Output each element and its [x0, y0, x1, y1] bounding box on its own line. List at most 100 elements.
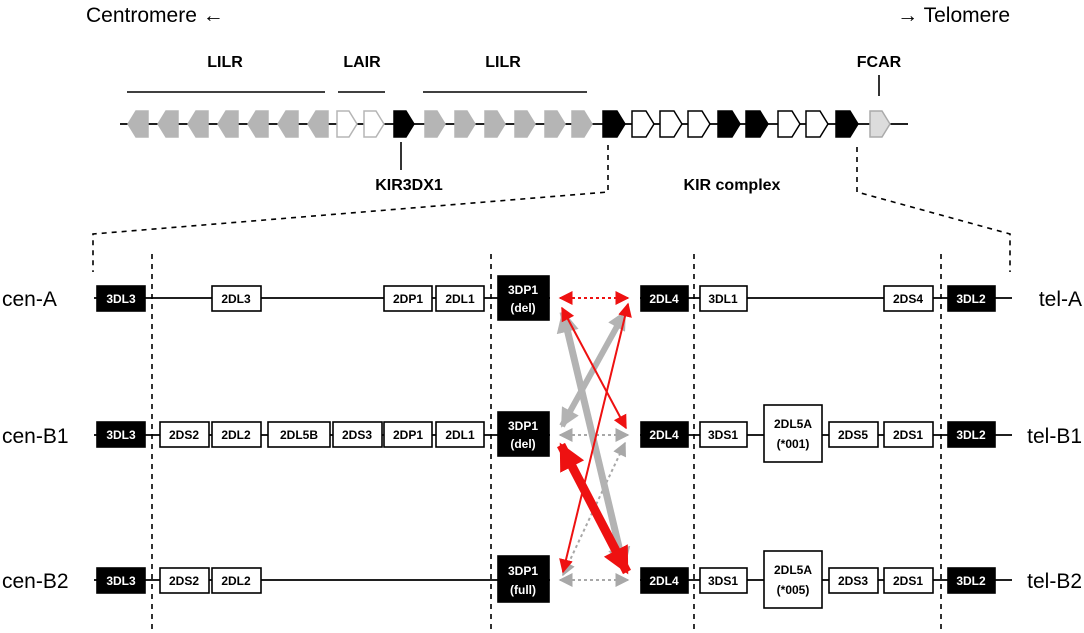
svg-text:3DP1: 3DP1 [508, 419, 538, 433]
gene-tel-b2-2dl5a: 2DL5A (*005) [763, 550, 823, 609]
kir-gene-7 [777, 110, 801, 138]
centromere-label: Centromere ← [86, 4, 224, 27]
lilr-right-gene-5 [544, 110, 566, 138]
fcar-label: FCAR [857, 54, 902, 71]
svg-text:(*005): (*005) [777, 583, 810, 597]
lilr-gene-1 [127, 110, 149, 138]
svg-text:3DL1: 3DL1 [708, 292, 738, 306]
gene-tel-a-3dl2: 3DL2 [947, 285, 996, 312]
cen-a-label: cen-A [2, 288, 57, 311]
arrow-cen-b1-tel-b2-thick-red [557, 442, 631, 575]
lilr-right-gene-4 [514, 110, 536, 138]
gene-cen-b2-3dp1: 3DP1 (full) [497, 555, 550, 603]
lilr-right-gene-1 [424, 110, 446, 138]
lilr-gene-2 [157, 110, 179, 138]
kir-complex-label: KIR complex [684, 177, 781, 194]
gene-tel-a-2dl4: 2DL4 [640, 285, 689, 312]
lilr-gene-6 [277, 110, 299, 138]
lair-gene-1 [336, 110, 358, 138]
svg-text:3DL2: 3DL2 [956, 574, 986, 588]
lilr-right-gene-3 [484, 110, 506, 138]
svg-text:2DL2: 2DL2 [221, 574, 251, 588]
svg-text:2DL3: 2DL3 [221, 292, 251, 306]
lilr-right-label: LILR [485, 54, 521, 71]
kir-gene-3 [659, 110, 683, 138]
svg-text:2DS3: 2DS3 [838, 574, 868, 588]
gene-cen-b1-2dl2: 2DL2 [211, 421, 262, 448]
fcar-gene [869, 110, 891, 138]
lair-gene-2 [363, 110, 385, 138]
lilr-right-gene-6 [571, 110, 593, 138]
tel-b1-label: tel-B1 [1027, 425, 1082, 448]
svg-text:2DL4: 2DL4 [649, 428, 679, 442]
svg-text:2DS3: 2DS3 [342, 428, 372, 442]
gene-tel-b1-2ds1: 2DS1 [883, 421, 934, 448]
gene-tel-b1-3dl2: 3DL2 [947, 421, 996, 448]
cen-b2-label: cen-B2 [2, 570, 69, 593]
gene-tel-b2-3dl2: 3DL2 [947, 567, 996, 594]
svg-text:2DL5A: 2DL5A [774, 417, 812, 431]
svg-text:2DS2: 2DS2 [169, 428, 199, 442]
telomere-label: → Telomere [897, 4, 1010, 27]
gene-tel-a-3dl1: 3DL1 [699, 285, 748, 312]
gene-tel-b1-3ds1: 3DS1 [699, 421, 748, 448]
arrow-cen-a-tel-b2-gray [556, 309, 631, 571]
gene-cen-a-3dl3: 3DL3 [96, 285, 146, 312]
gene-tel-b1-2dl4: 2DL4 [640, 421, 689, 448]
upper-gene-track [127, 110, 891, 138]
svg-text:2DL5A: 2DL5A [774, 563, 812, 577]
recombination-arrows [556, 291, 632, 587]
gene-cen-a-2dp1: 2DP1 [383, 285, 433, 312]
svg-text:3DL3: 3DL3 [106, 428, 136, 442]
lilr-gene-7 [307, 110, 329, 138]
svg-text:3DS1: 3DS1 [708, 574, 738, 588]
lilr-right-gene-2 [454, 110, 476, 138]
gene-cen-b1-2ds3: 2DS3 [332, 421, 383, 448]
lilr-gene-5 [247, 110, 269, 138]
svg-text:2DL4: 2DL4 [649, 574, 679, 588]
svg-text:2DL1: 2DL1 [445, 428, 475, 442]
kir3dx1-label: KIR3DX1 [375, 177, 443, 194]
svg-text:2DS5: 2DS5 [838, 428, 868, 442]
kir-gene-6 [745, 110, 769, 138]
gene-tel-b2-3ds1: 3DS1 [699, 567, 748, 594]
gene-tel-b2-2ds3: 2DS3 [828, 567, 879, 594]
lair-label: LAIR [343, 54, 381, 71]
svg-text:2DL1: 2DL1 [445, 292, 475, 306]
lilr-gene-4 [217, 110, 239, 138]
gene-tel-b2-2ds1: 2DS1 [883, 567, 934, 594]
gene-cen-b1-2ds2: 2DS2 [159, 421, 210, 448]
kir-gene-5 [717, 110, 741, 138]
gene-cen-b1-3dl3: 3DL3 [96, 421, 146, 448]
svg-text:(del): (del) [510, 437, 535, 451]
kir-gene-8 [805, 110, 829, 138]
gene-cen-b2-2ds2: 2DS2 [159, 567, 210, 594]
zoom-right-dash [856, 147, 1011, 272]
svg-text:(del): (del) [510, 301, 535, 315]
svg-text:3DL2: 3DL2 [956, 428, 986, 442]
svg-text:3DL3: 3DL3 [106, 292, 136, 306]
svg-text:2DS4: 2DS4 [893, 292, 923, 306]
gene-cen-a-3dp1: 3DP1 (del) [497, 275, 550, 321]
svg-text:(full): (full) [510, 583, 536, 597]
svg-text:2DS1: 2DS1 [893, 428, 923, 442]
svg-text:2DS2: 2DS2 [169, 574, 199, 588]
gene-tel-b1-2dl5a: 2DL5A(*001) [763, 404, 823, 463]
gene-cen-b1-3dp1: 3DP1 (del) [497, 411, 550, 457]
gene-tel-b2-2dl4: 2DL4 [640, 567, 689, 594]
svg-text:2DP1: 2DP1 [393, 292, 423, 306]
svg-text:3DP1: 3DP1 [508, 564, 538, 578]
zoom-left-dash [92, 145, 609, 272]
gene-cen-b1-2dp1: 2DP1 [383, 421, 433, 448]
kir-gene-4 [687, 110, 711, 138]
svg-text:3DP1: 3DP1 [508, 283, 538, 297]
tel-a-label: tel-A [1039, 288, 1082, 311]
gene-cen-b2-2dl2: 2DL2 [211, 567, 262, 594]
gene-cen-b1-2dl5b: 2DL5B [267, 421, 331, 448]
tel-b2-label: tel-B2 [1027, 570, 1082, 593]
cen-b1-label: cen-B1 [2, 425, 69, 448]
gene-cen-b2-3dl3: 3DL3 [96, 567, 146, 594]
kir3dx1-gene [393, 110, 415, 138]
svg-text:2DS1: 2DS1 [893, 574, 923, 588]
